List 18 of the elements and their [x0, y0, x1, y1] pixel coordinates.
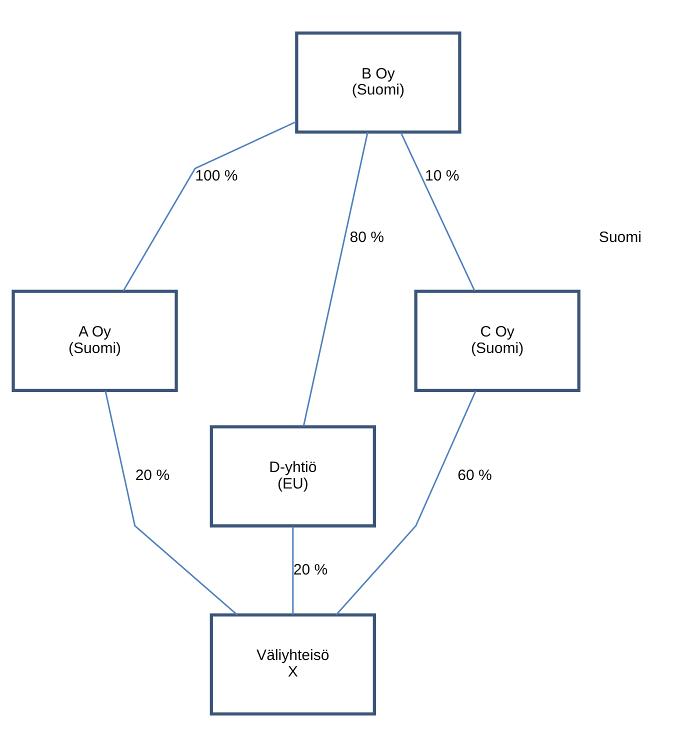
connector — [400, 132, 476, 292]
connector — [302, 132, 368, 426]
connector — [336, 390, 476, 616]
edge-label: 20 % — [135, 467, 170, 484]
label: Suomi — [598, 228, 642, 246]
node-box: D-yhtiö (EU) — [210, 425, 376, 528]
edge-label: 100 % — [195, 167, 238, 184]
edge-label: 80 % — [350, 228, 384, 246]
connector — [104, 390, 238, 616]
connector — [292, 526, 294, 615]
connector — [122, 121, 297, 292]
edge-label: 20 % — [293, 561, 328, 578]
node-box: A Oy (Suomi) — [12, 290, 178, 392]
node-box: B Oy (Suomi) — [295, 31, 462, 134]
node-box: Väliyhteisö X — [210, 613, 376, 716]
node-box: C Oy (Suomi) — [414, 290, 580, 392]
edge-label: 60 % — [458, 467, 492, 484]
edge-label: 10 % — [425, 167, 460, 184]
